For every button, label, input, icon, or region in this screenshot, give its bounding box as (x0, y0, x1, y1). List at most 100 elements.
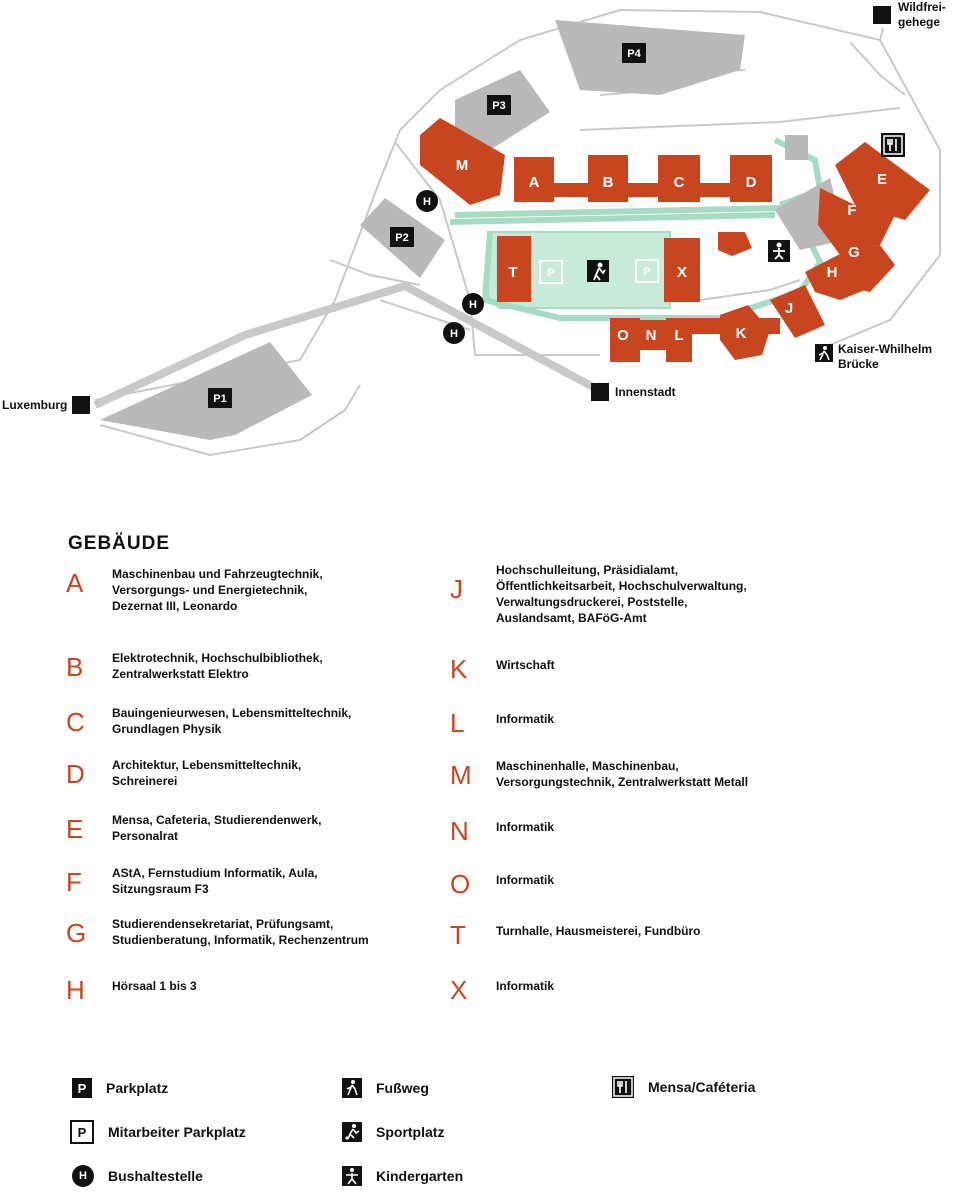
legend-entry-j: J Hochschulleitung, Präsidialamt, Öffent… (450, 562, 747, 626)
desc-line: Informatik (496, 712, 555, 726)
legend-entry-c: C Bauingenieurwesen, Lebensmitteltechnik… (66, 705, 351, 737)
buildings: M A B C D E F G H J K L N O T X (420, 118, 930, 362)
label-g: G (848, 244, 860, 261)
footpath-main (449, 212, 776, 225)
label-j: J (785, 300, 793, 317)
legend-desc: Wirtschaft (496, 652, 555, 673)
cutlery-icon (612, 1076, 634, 1098)
building-d[interactable] (730, 155, 772, 202)
p3-marker[interactable] (487, 95, 511, 115)
building-l[interactable] (666, 318, 692, 362)
building-n[interactable] (638, 320, 668, 350)
key-bushaltestelle: H Bushaltestelle (72, 1165, 203, 1187)
kaiser-label-2: Brücke (838, 357, 879, 371)
legend-entry-b: B Elektrotechnik, Hochschulbibliothek, Z… (66, 650, 323, 682)
legend-desc: Maschinenbau und Fahrzeugtechnik, Versor… (112, 566, 323, 614)
bus-stop-icon: H (72, 1165, 94, 1187)
luxemburg-marker (72, 396, 90, 414)
desc-line: Auslandsamt, BAFöG-Amt (496, 611, 647, 625)
bus-stop-2[interactable] (462, 293, 484, 315)
building-a[interactable] (514, 157, 554, 202)
legend-entry-l: L Informatik (450, 706, 554, 736)
building-e[interactable] (835, 142, 930, 220)
bus-stop-1[interactable] (416, 190, 438, 212)
building-f[interactable] (818, 188, 895, 255)
key-label: Mensa/Caféteria (648, 1079, 756, 1095)
staff-p-left[interactable] (539, 260, 563, 284)
building-t[interactable] (497, 236, 531, 302)
lot-p4 (555, 20, 745, 95)
inner-road-d (849, 41, 906, 96)
main-road (93, 281, 597, 409)
legend-letter: X (450, 975, 468, 1005)
desc-line: Schreinerei (112, 774, 178, 788)
key-mensa: Mensa/Caféteria (612, 1076, 755, 1098)
p2-label: P2 (395, 232, 408, 244)
innenstadt-label: Innenstadt (615, 385, 676, 399)
building-c[interactable] (658, 155, 700, 202)
desc-line: Wirtschaft (496, 658, 555, 672)
wildfreigehege-marker (873, 6, 891, 24)
staff-p-left-label: P (547, 267, 554, 279)
p4-marker[interactable] (622, 43, 646, 63)
desc-line: Öffentlichkeitsarbeit, Hochschulverwaltu… (496, 579, 747, 593)
legend-desc: Informatik (496, 814, 554, 835)
building-b[interactable] (588, 155, 628, 202)
child-icon (342, 1166, 362, 1186)
key-label: Fußweg (376, 1080, 429, 1096)
label-d: D (746, 174, 757, 191)
p2-marker[interactable] (390, 227, 414, 247)
innenstadt-marker (591, 383, 609, 401)
lot-small (785, 135, 808, 160)
legend-entry-n: N Informatik (450, 814, 554, 844)
desc-line: Zentralwerkstatt Elektro (112, 667, 249, 681)
legend-letter: H (66, 975, 85, 1005)
key-kindergarten: Kindergarten (342, 1166, 463, 1186)
outer-road (94, 8, 941, 401)
lot-p1 (100, 342, 312, 440)
bus-stop-2-label: H (469, 299, 477, 311)
desc-line: Hörsaal 1 bis 3 (112, 979, 197, 993)
label-o: O (617, 327, 629, 344)
building-x[interactable] (664, 238, 700, 302)
p1-marker[interactable] (208, 388, 232, 408)
label-x: X (677, 264, 687, 281)
legend-letter: L (450, 708, 465, 738)
bus-stop-1-label: H (423, 196, 431, 208)
campus-map: M A B C D E F G H J K L N O T X P1 P2 P3… (2, 0, 946, 457)
building-m[interactable] (420, 118, 505, 205)
desc-line: Elektrotechnik, Hochschulbibliothek, (112, 651, 323, 665)
staff-p-right[interactable] (635, 259, 659, 283)
building-j[interactable] (770, 285, 825, 338)
label-e: E (877, 171, 887, 188)
desc-line: Studienberatung, Informatik, Rechenzentr… (112, 933, 369, 947)
legend-desc: Hörsaal 1 bis 3 (112, 973, 197, 994)
building-h[interactable] (805, 255, 865, 300)
desc-line: Mensa, Cafeteria, Studierendenwerk, (112, 813, 322, 827)
luxemburg-label: Luxemburg (2, 398, 67, 412)
legend-entry-a: A Maschinenbau und Fahrzeugtechnik, Vers… (66, 566, 323, 614)
legend-letter: G (66, 918, 87, 948)
legend-desc: Studierendensekretariat, Prüfungsamt, St… (112, 916, 369, 948)
legend-desc: Hochschulleitung, Präsidialamt, Öffentli… (496, 562, 747, 626)
legend-desc: Architektur, Lebensmitteltechnik, Schrei… (112, 757, 301, 789)
building-o[interactable] (610, 318, 640, 362)
sportplatz-icon (587, 260, 609, 282)
label-f: F (847, 202, 856, 219)
legend-letter: C (66, 707, 85, 737)
building-small (718, 232, 752, 256)
label-m: M (456, 157, 469, 174)
desc-line: Informatik (496, 979, 555, 993)
p1-label: P1 (213, 393, 226, 405)
legend-letter: T (450, 920, 466, 950)
legend-desc: Informatik (496, 706, 554, 727)
key-parkplatz: P Parkplatz (72, 1078, 168, 1098)
bus-stop-3[interactable] (443, 322, 465, 344)
legend-desc: Informatik (496, 973, 554, 994)
legend-entry-x: X Informatik (450, 973, 554, 1003)
staff-p-right-label: P (643, 266, 650, 278)
legend-letter: N (450, 816, 469, 846)
label-b: B (603, 174, 614, 191)
p3-label: P3 (492, 100, 505, 112)
label-c: C (674, 174, 685, 191)
